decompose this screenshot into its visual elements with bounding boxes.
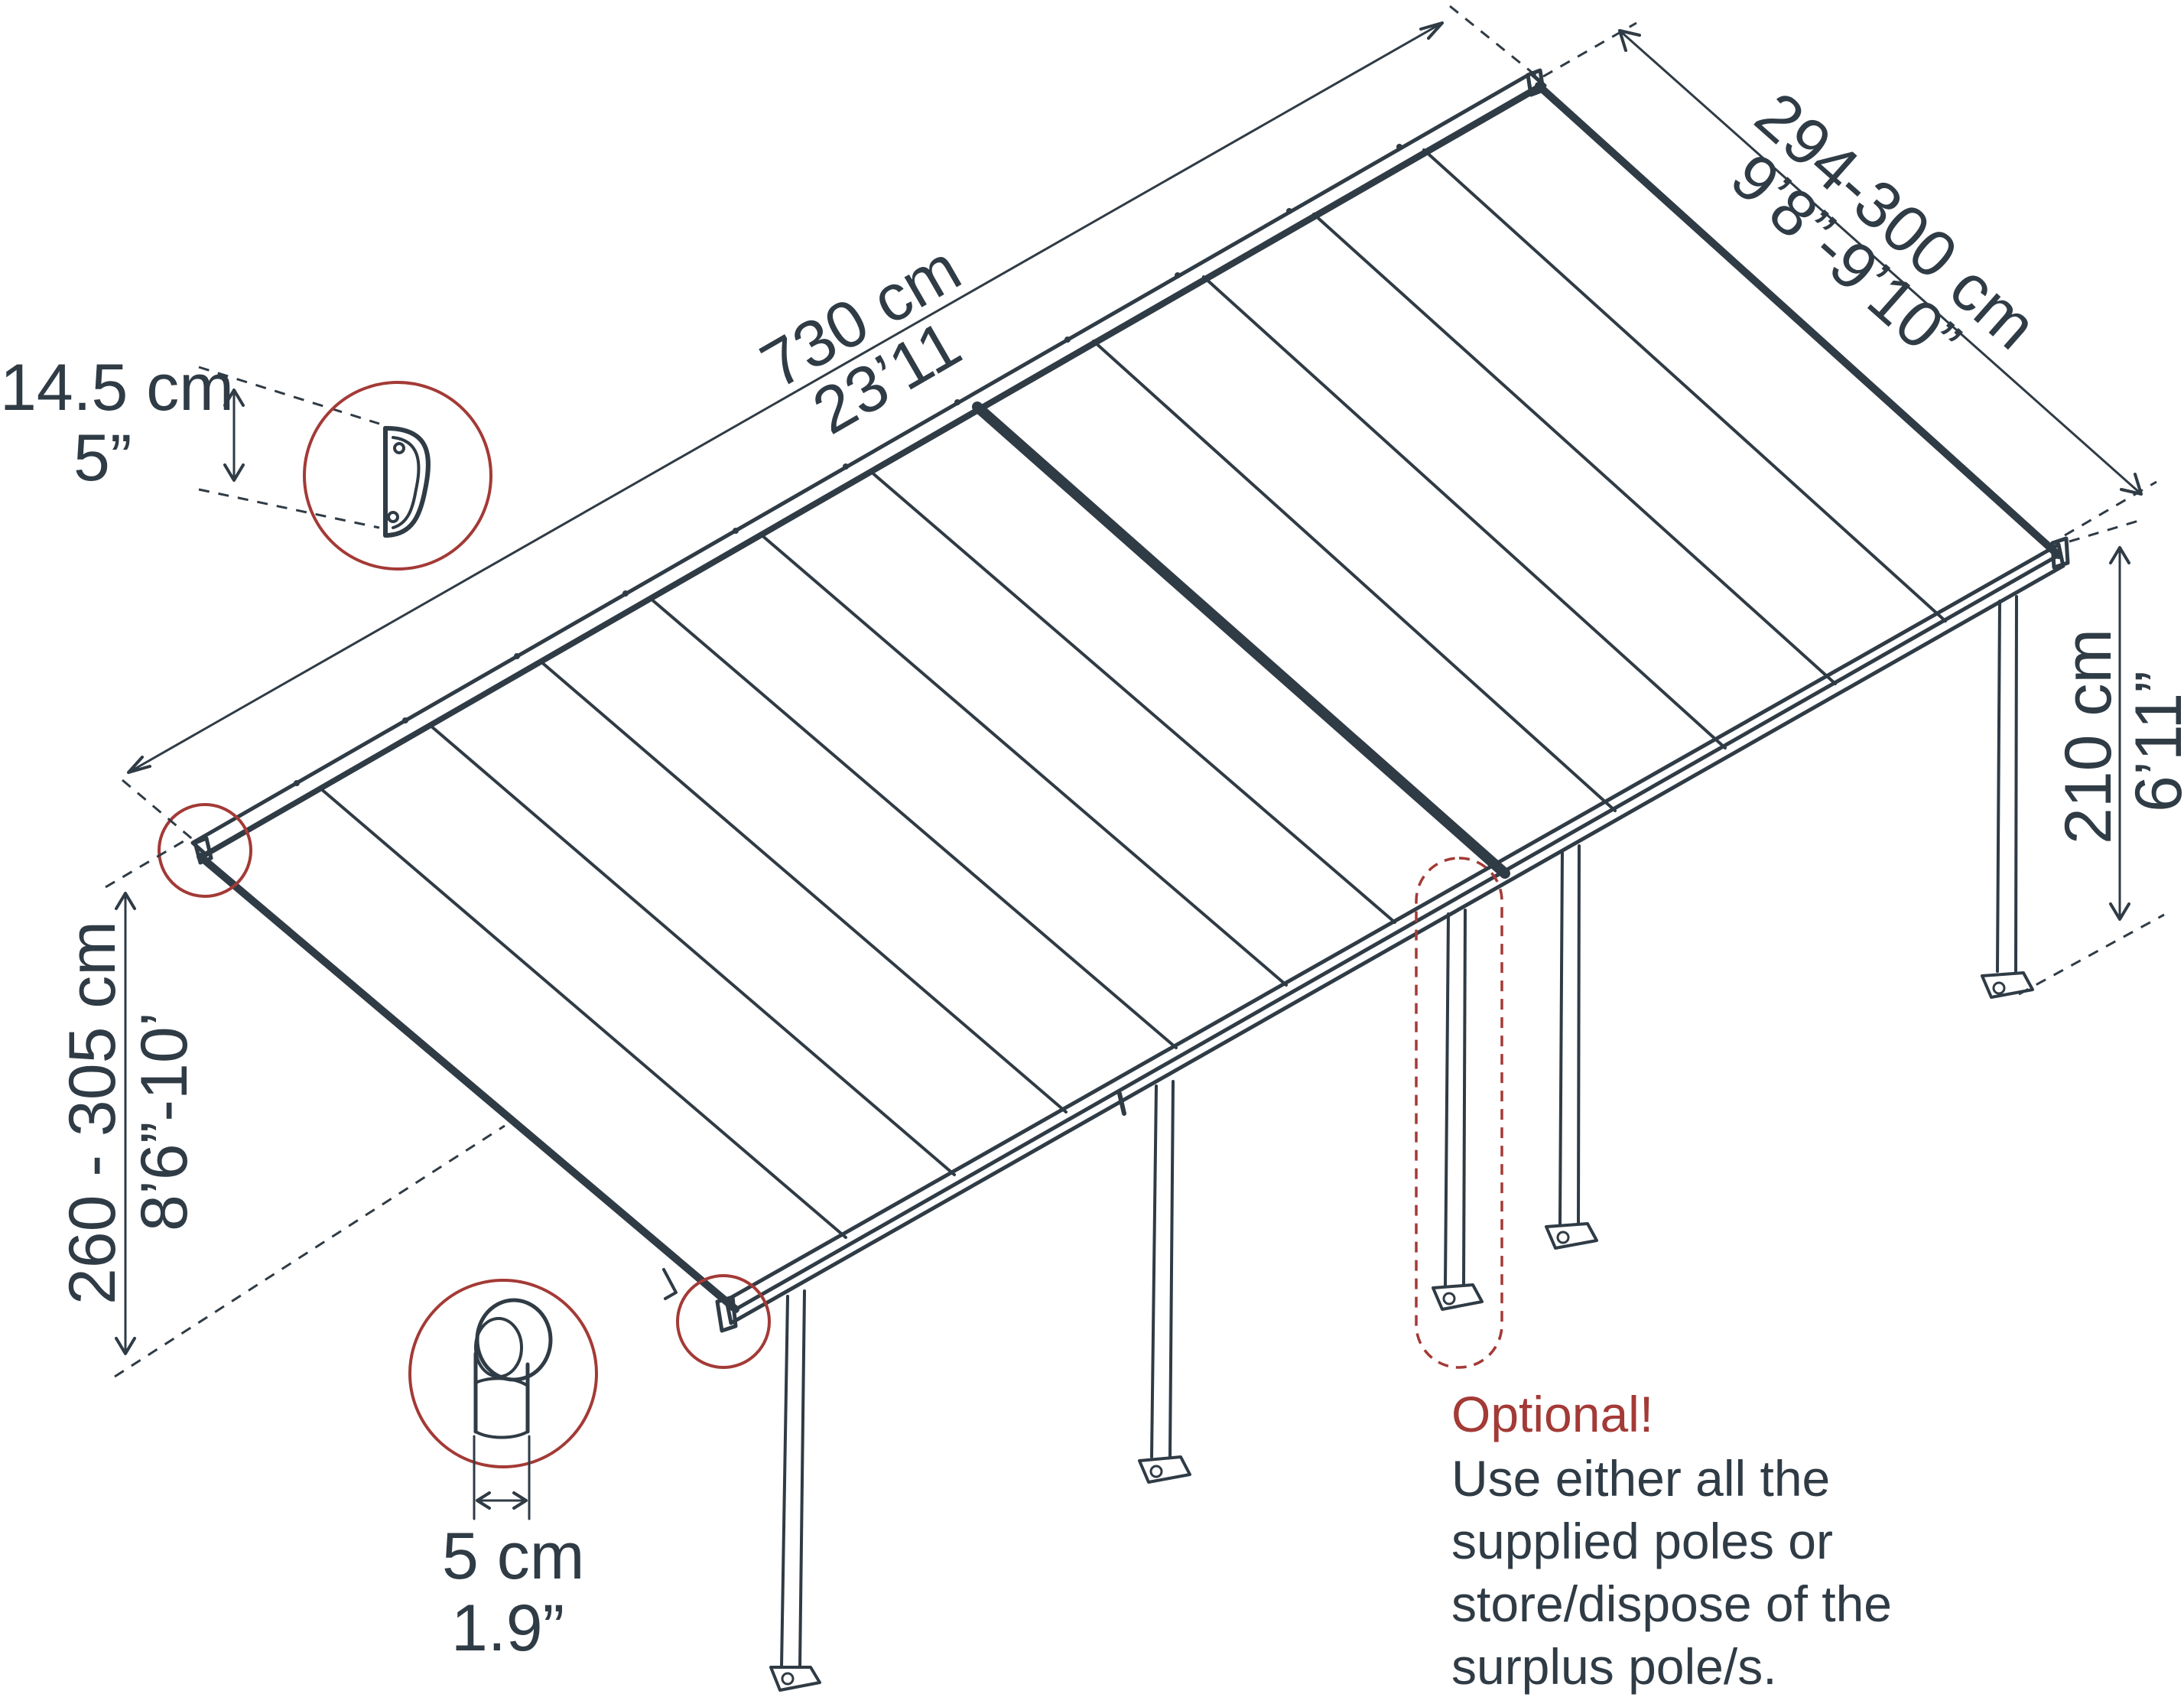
note-line-4: surplus pole/s. xyxy=(1451,1638,1777,1695)
rear-left-endcap xyxy=(193,836,213,865)
note-line-3: store/dispose of the xyxy=(1451,1575,1892,1632)
downpipe-detail: 5 cm 1.9” xyxy=(408,1279,598,1665)
front-left-detail-ring xyxy=(676,1274,771,1369)
post-optional xyxy=(1432,909,1484,1311)
gutter-profile-icon xyxy=(383,426,431,538)
note-line-2: supplied poles or xyxy=(1451,1513,1833,1569)
rear-height-dimension: 260 - 305 cm 8’6”-10’ xyxy=(56,840,505,1378)
optional-pole-outline xyxy=(1415,857,1503,1369)
front-height-metric-label: 210 cm xyxy=(2052,629,2125,844)
profile-detail-ring xyxy=(303,381,492,571)
rear-height-metric-label: 260 - 305 cm xyxy=(56,921,129,1305)
roof xyxy=(190,68,2070,1333)
profile-detail: 14.5 cm 5” xyxy=(0,351,492,571)
optional-note: Optional! Use either all the supplied po… xyxy=(1451,1386,1892,1695)
rear-wall-beam xyxy=(190,71,1547,857)
middle-rafter xyxy=(972,402,1510,879)
support-posts xyxy=(769,595,2034,1692)
post-rear-middle xyxy=(1545,844,1598,1250)
left-rafter xyxy=(197,853,739,1313)
panel-seams xyxy=(318,148,1947,1239)
note-title: Optional! xyxy=(1451,1386,1653,1442)
profile-metric-label: 14.5 cm xyxy=(0,351,234,424)
downpipe-elbow-icon xyxy=(473,1298,553,1439)
front-right-endcap xyxy=(2050,536,2070,570)
right-rafter xyxy=(1535,82,2062,559)
beam-joint xyxy=(1117,1091,1126,1116)
rear-right-endcap xyxy=(1526,68,1545,97)
note-line-1: Use either all the xyxy=(1451,1450,1830,1507)
post-front-right xyxy=(1981,595,2034,999)
front-height-dimension: 210 cm 6’11” xyxy=(2018,519,2184,996)
front-left-endcap xyxy=(715,1295,738,1333)
downpipe-detail-ring xyxy=(408,1279,598,1468)
rear-left-detail-ring xyxy=(158,803,252,898)
front-height-imperial-label: 6’11” xyxy=(2122,671,2184,812)
post-width-metric-label: 5 cm xyxy=(442,1520,584,1593)
post-front-left xyxy=(769,1289,821,1692)
rear-bracket xyxy=(662,1268,678,1300)
post-width-imperial-label: 1.9” xyxy=(451,1592,564,1665)
rear-beam-bolts xyxy=(294,144,1402,786)
post-front-middle xyxy=(1138,1080,1191,1484)
profile-imperial-label: 5” xyxy=(73,421,132,495)
rear-height-imperial-label: 8’6”-10’ xyxy=(128,1012,201,1231)
